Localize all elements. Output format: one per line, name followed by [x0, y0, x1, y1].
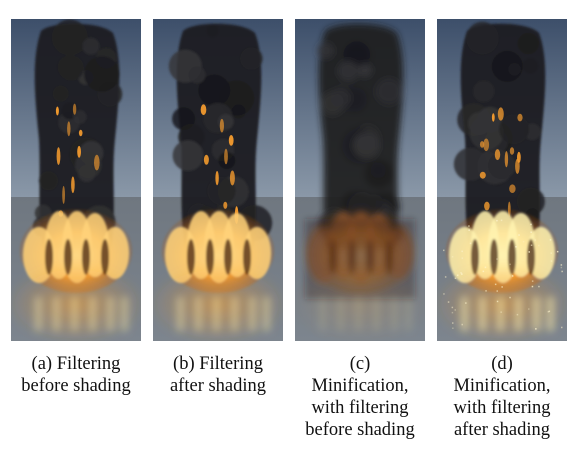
render-svg-a	[11, 19, 141, 341]
render-svg-b	[153, 19, 283, 341]
noise-d	[443, 219, 563, 330]
embers-d	[479, 107, 523, 217]
caption-d-line-1: (d)	[491, 354, 513, 374]
caption-c-line-2: Minification,	[311, 376, 409, 396]
render-image-c	[295, 19, 425, 341]
smoke-plume-d	[453, 21, 546, 250]
caption-b-line-1: (b) Filtering	[173, 354, 263, 374]
caption-c-line-3: with filtering	[311, 398, 409, 418]
caption-a-line-2: before shading	[21, 376, 131, 396]
caption-b: (b) Filtering after shading	[145, 353, 291, 397]
smoke-plume-b	[168, 23, 273, 250]
caption-d-line-2: Minification,	[453, 376, 551, 396]
floor-reflection-b	[177, 297, 270, 331]
caption-d-line-3: with filtering	[453, 398, 551, 418]
floor-reflection-d	[461, 297, 554, 331]
caption-c-line-4: before shading	[305, 420, 415, 440]
embers-a	[55, 103, 100, 217]
render-image-d	[437, 19, 567, 341]
floor-reflection-a	[35, 297, 128, 331]
render-image-b	[153, 19, 283, 341]
render-image-a	[11, 19, 141, 341]
caption-d: (d) Minification, with filtering after s…	[429, 353, 575, 441]
floor-reflection-c	[319, 297, 412, 331]
caption-c-line-1: (c)	[349, 354, 371, 374]
caption-b-line-2: after shading	[169, 376, 267, 396]
smoke-plume-c	[317, 23, 404, 250]
caption-a-line-1: (a) Filtering	[31, 354, 121, 374]
render-svg-d	[437, 19, 567, 341]
caption-c: (c) Minification, with filtering before …	[287, 353, 433, 441]
caption-d-line-4: after shading	[453, 420, 551, 440]
render-svg-c	[295, 19, 425, 341]
caption-a: (a) Filtering before shading	[3, 353, 149, 397]
